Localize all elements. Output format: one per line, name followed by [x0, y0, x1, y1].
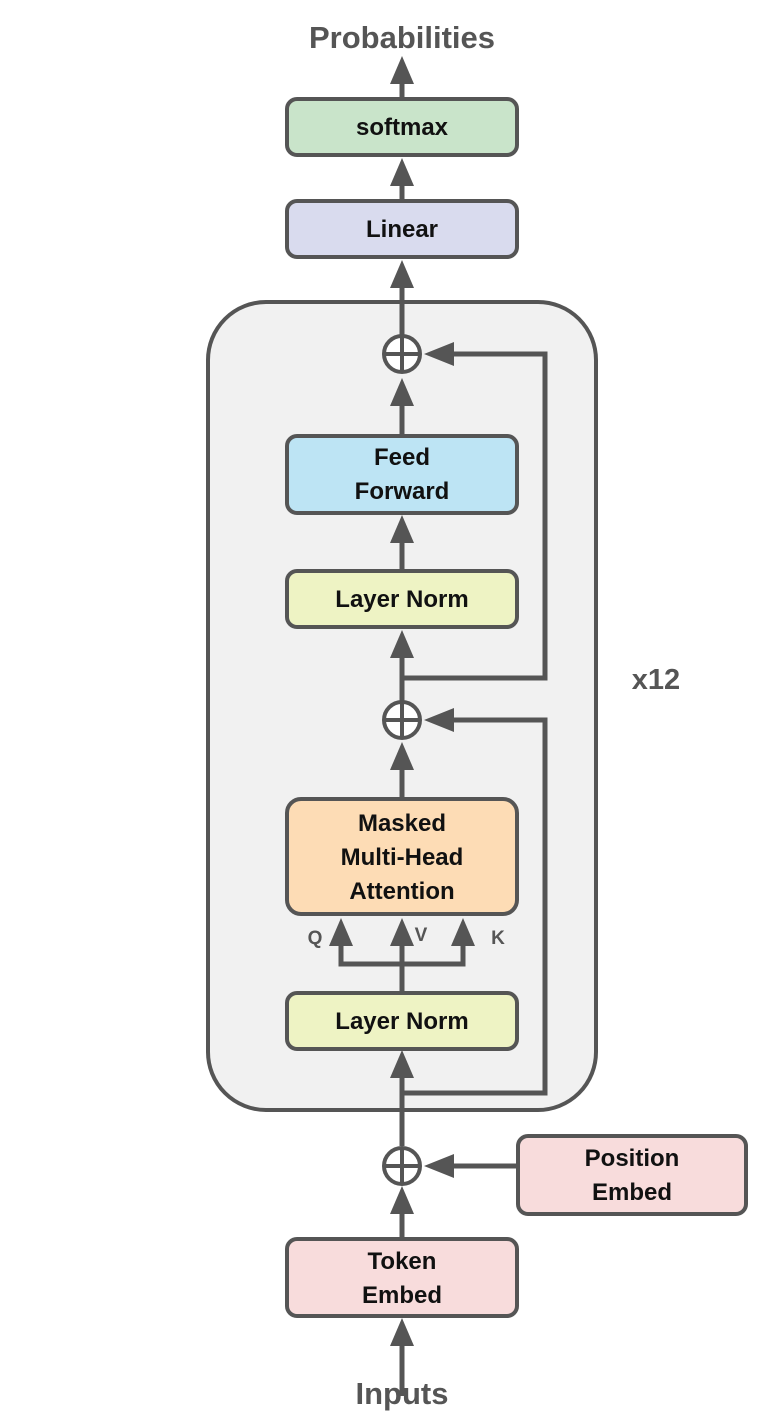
input-label: Inputs — [356, 1376, 449, 1411]
repeat-count-label: x12 — [632, 664, 680, 696]
arrowhead-token-add — [390, 1186, 414, 1214]
output-label: Probabilities — [309, 20, 495, 55]
arrowhead-ln2 — [390, 630, 414, 658]
linear-block: Linear — [285, 199, 519, 259]
label-line: Layer Norm — [335, 1008, 468, 1035]
arrowhead-position — [424, 1154, 454, 1178]
arrowhead-ln1 — [390, 1050, 414, 1078]
arrowhead-add2 — [390, 378, 414, 406]
label-line: Feed — [374, 444, 430, 471]
arrowhead-v — [390, 918, 414, 946]
label-line: Attention — [349, 878, 454, 905]
layer-norm-2-label: Layer Norm — [335, 586, 468, 613]
label-line: Position — [585, 1145, 680, 1172]
arrowhead-ff — [390, 515, 414, 543]
arrowhead-softmax — [390, 158, 414, 186]
arrowhead-k — [451, 918, 475, 946]
softmax-label: softmax — [356, 114, 449, 141]
arrowhead-input — [390, 1318, 414, 1346]
layer-norm-1-label: Layer Norm — [335, 1008, 468, 1035]
label-line: Forward — [355, 478, 450, 505]
add-node-top — [382, 334, 422, 374]
arrowhead-residual-2 — [424, 342, 454, 366]
arrowhead-residual-1 — [424, 708, 454, 732]
label-line: Masked — [358, 810, 446, 837]
arrowhead-linear — [390, 260, 414, 288]
arrowhead-add1 — [390, 742, 414, 770]
residual-1-line — [402, 717, 548, 1096]
q-label: Q — [308, 928, 323, 949]
label-line: Embed — [592, 1179, 672, 1206]
arrowhead-q — [329, 918, 353, 946]
label-line: Multi-Head — [341, 844, 464, 871]
add-node-middle — [382, 700, 422, 740]
label-line: Embed — [362, 1282, 442, 1309]
label-line: softmax — [356, 114, 449, 141]
softmax-block: softmax — [285, 97, 519, 157]
linear-label: Linear — [366, 216, 438, 243]
arrowhead-output — [390, 56, 414, 84]
v-label: V — [415, 925, 428, 946]
qkv-split-line — [338, 942, 466, 967]
k-label: K — [491, 928, 505, 949]
label-line: Token — [368, 1248, 437, 1275]
add-node-bottom — [382, 1146, 422, 1186]
label-line: Layer Norm — [335, 586, 468, 613]
layer-norm-1-block: Layer Norm — [285, 991, 519, 1051]
label-line: Linear — [366, 216, 438, 243]
layer-norm-2-block: Layer Norm — [285, 569, 519, 629]
residual-2-line — [402, 351, 548, 681]
